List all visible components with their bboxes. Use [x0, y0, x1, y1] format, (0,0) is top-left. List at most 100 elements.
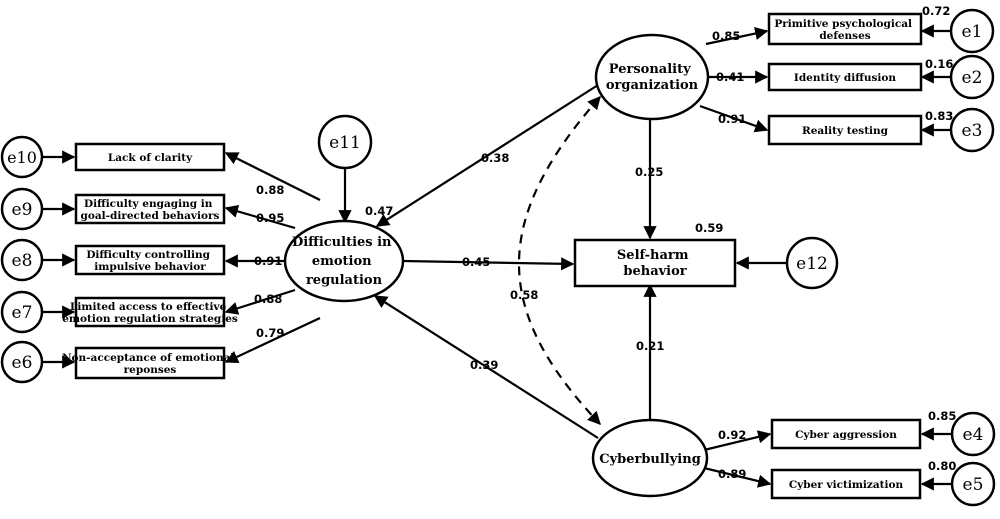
path-cb-aggression [703, 430, 772, 452]
coef-cb-aggression: 0.92 [718, 428, 746, 442]
label-line: Identity diffusion [794, 72, 897, 84]
coef-po-primitive: 0.85 [712, 29, 740, 43]
label-line: Primitive psychological [774, 18, 912, 30]
label-line: Cyberbullying [599, 452, 701, 467]
error-label: e11 [329, 133, 361, 153]
path-po-primitive [705, 27, 769, 46]
indicator-primitive-defenses: Primitive psychological defenses [767, 12, 923, 46]
indicator-non-acceptance: Non-acceptance of emotional reponses [62, 346, 238, 380]
indicator-reality-testing: Reality testing [767, 114, 923, 146]
error-label: e7 [12, 303, 33, 323]
label-line: emotion regulation strategies [62, 313, 238, 325]
path-po-der [375, 84, 599, 227]
r2-reality: 0.83 [925, 109, 953, 123]
svg-text:Self-harm behavior: Self-harm behavior [617, 248, 693, 279]
svg-text:Limited access to effective: Limited access to effective emotion regu… [62, 301, 238, 325]
error-e11: e11 [317, 114, 373, 170]
path-cb-victimization [703, 466, 772, 488]
coef-der-sh: 0.45 [462, 255, 490, 269]
svg-text:Personality organization: Personality organization [606, 62, 699, 93]
path-der-sh [402, 257, 575, 271]
coef-po-identity: 0.41 [716, 70, 744, 84]
coef-po-cb-cov: 0.58 [510, 288, 538, 302]
r2-sh: 0.59 [695, 221, 723, 235]
error-label: e3 [962, 121, 983, 141]
coef-der-nonaccept: 0.79 [256, 326, 284, 340]
error-label: e4 [963, 425, 984, 445]
label-line: organization [606, 78, 699, 93]
path-po-reality [699, 104, 769, 133]
label-line: Cyber victimization [789, 479, 904, 491]
indicator-identity-diffusion: Identity diffusion [767, 62, 923, 92]
label-line: Limited access to effective [70, 301, 227, 313]
path-der-goal [224, 204, 296, 230]
path-cb-der [373, 295, 599, 439]
r2-primitive: 0.72 [922, 4, 950, 18]
label-line: Personality [609, 62, 691, 77]
label-line: Self-harm [617, 248, 689, 263]
r2-victimization: 0.80 [928, 459, 956, 473]
svg-text:Non-acceptance of emotional: Non-acceptance of emotional reponses [62, 352, 238, 376]
label-line: Lack of clarity [108, 152, 193, 164]
coef-cb-der: 0.39 [470, 358, 498, 372]
label-line: Difficulties in [292, 235, 392, 250]
label-line: behavior [623, 264, 686, 279]
indicator-goal-directed: Difficulty engaging in goal-directed beh… [74, 193, 226, 225]
label-line: reponses [124, 364, 177, 376]
node-cyberbullying: Cyberbullying [591, 418, 709, 498]
error-label: e10 [7, 148, 37, 167]
label-line: emotion [312, 254, 372, 269]
label-line: Reality testing [802, 125, 889, 137]
path-der-nonaccept [224, 317, 321, 363]
coef-po-reality: 0.91 [718, 112, 746, 126]
coef-der-goal: 0.95 [256, 211, 284, 225]
error-label: e2 [962, 68, 983, 88]
r2-identity: 0.16 [925, 57, 953, 71]
coef-po-der: 0.38 [481, 151, 509, 165]
error-e9: e9 [0, 187, 44, 231]
indicator-cyber-aggression: Cyber aggression [770, 418, 922, 450]
paths [40, 24, 952, 491]
indicator-impulsive-behavior: Difficulty controlling impulsive behavio… [74, 244, 226, 276]
coef-cb-victimization: 0.89 [718, 467, 746, 481]
svg-text:Difficulty engaging in g: Difficulty engaging in goal-directed beh… [81, 198, 220, 222]
error-e8: e8 [0, 238, 44, 282]
r2-aggression: 0.85 [928, 409, 956, 423]
label-line: Non-acceptance of emotional [62, 352, 234, 364]
svg-text:Primitive psychological: Primitive psychological defenses [774, 18, 915, 42]
error-e6: e6 [0, 340, 44, 384]
r2-der: 0.47 [365, 204, 393, 218]
coef-der-lack: 0.88 [256, 183, 284, 197]
svg-text:Difficulty controlling i: Difficulty controlling impulsive behavio… [86, 249, 213, 273]
error-e4: e4 [950, 411, 996, 457]
node-difficulties-emotion-regulation: Difficulties in emotion regulation [283, 219, 405, 303]
error-e10: e10 [0, 135, 44, 179]
error-e1: e1 [949, 8, 995, 54]
error-label: e6 [12, 353, 33, 373]
error-e7: e7 [0, 290, 44, 334]
indicator-cyber-victimization: Cyber victimization [770, 468, 922, 500]
coef-cb-sh: 0.21 [636, 339, 664, 353]
error-label: e12 [796, 254, 828, 274]
error-e12: e12 [785, 236, 839, 290]
label-line: Difficulty controlling [86, 249, 210, 261]
error-label: e9 [12, 200, 33, 220]
coefficients: 0.85 0.41 0.91 0.72 0.16 0.83 0.88 0.95 … [254, 4, 956, 481]
indicator-limited-access: Limited access to effective emotion regu… [62, 296, 238, 328]
error-label: e1 [962, 22, 983, 42]
node-personality-organization: Personality organization [594, 33, 710, 121]
label-line: defenses [819, 30, 870, 42]
label-line: impulsive behavior [94, 261, 206, 273]
error-label: e5 [963, 475, 984, 495]
error-e3: e3 [949, 107, 995, 153]
label-line: Difficulty engaging in [84, 198, 213, 210]
path-der-access [224, 288, 296, 315]
label-line: goal-directed behaviors [81, 210, 220, 222]
svg-text:Difficulties in emotion: Difficulties in emotion regulation [292, 235, 396, 288]
coef-der-access: 0.88 [254, 292, 282, 306]
error-e2: e2 [949, 54, 995, 100]
coef-der-impulsive: 0.91 [254, 254, 282, 268]
path-der-lack [224, 152, 321, 201]
label-line: Cyber aggression [795, 429, 897, 441]
